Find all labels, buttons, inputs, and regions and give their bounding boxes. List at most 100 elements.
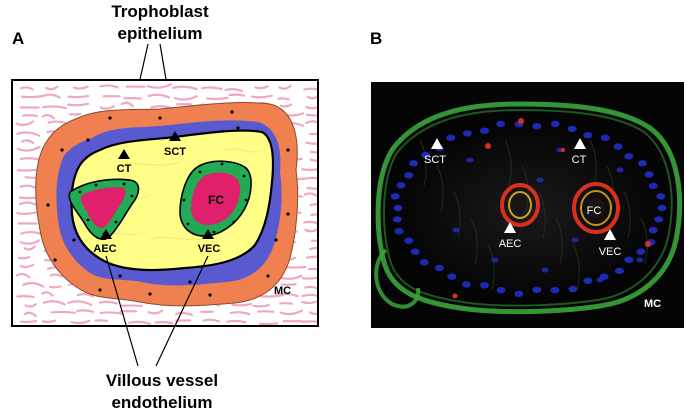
- maternal-fibre: [228, 93, 246, 97]
- fluor-nucleus: [392, 216, 402, 223]
- fluor-nucleus: [410, 248, 420, 255]
- red-markers: [452, 118, 651, 299]
- maternal-fibre: [305, 141, 318, 145]
- maternal-fibre: [67, 94, 90, 99]
- endothelial-dot: [114, 220, 118, 224]
- maternal-fibre: [279, 274, 303, 280]
- endothelial-dot: [182, 198, 186, 202]
- maternal-fibre: [22, 282, 45, 288]
- fluor-nucleus: [550, 120, 560, 128]
- endothelial-dot: [122, 182, 126, 186]
- ct-marker: [118, 149, 130, 159]
- fluor-nucleus: [615, 267, 624, 275]
- maternal-fibre: [254, 85, 269, 90]
- fluor-nucleus: [461, 281, 471, 288]
- arterial-vessel-fluorescence: [500, 183, 540, 227]
- fluor-nucleus: [404, 172, 414, 179]
- maternal-fibre: [99, 84, 119, 89]
- maternal-fibre: [306, 94, 318, 100]
- maternal-fibre: [146, 83, 173, 89]
- maternal-fibre: [147, 93, 171, 99]
- maternal-fibre: [310, 239, 318, 243]
- maternal-fibre: [76, 293, 95, 298]
- maternal-fibre: [99, 105, 115, 110]
- arterial-lumen: [80, 187, 126, 228]
- endothelial-dot: [130, 194, 134, 198]
- maternal-fibre: [202, 318, 221, 323]
- fluor-nucleus: [657, 204, 667, 212]
- fluor-nucleus: [452, 227, 460, 233]
- b-aec-label: AEC: [499, 238, 522, 250]
- maternal-fibre: [67, 102, 90, 107]
- nucleus-dot: [286, 212, 290, 216]
- nucleus-dot: [108, 116, 112, 120]
- maternal-fibre: [303, 192, 318, 197]
- fluor-nucleus: [616, 167, 624, 173]
- maternal-fibre: [275, 292, 299, 298]
- fluor-nucleus: [491, 257, 499, 263]
- endothelial-dot: [212, 230, 216, 234]
- nucleus-dot: [46, 203, 50, 207]
- maternal-fibre: [147, 309, 164, 315]
- fetal-capillary-lumen: [190, 172, 241, 226]
- maternal-fibre: [258, 322, 279, 326]
- maternal-fibre: [99, 311, 124, 315]
- maternal-fibre: [224, 87, 244, 93]
- maternal-fibre: [68, 112, 82, 116]
- fluor-nucleus: [583, 277, 593, 284]
- panel-a-letter: A: [12, 29, 24, 48]
- maternal-fibre: [19, 86, 34, 91]
- maternal-fibre: [19, 239, 40, 245]
- nucleus-dot: [286, 148, 290, 152]
- fluor-nucleus: [644, 171, 654, 178]
- tissue-streak: [572, 243, 580, 291]
- venous-vessel-fluorescence: [572, 182, 620, 234]
- fc-label: FC: [208, 193, 224, 207]
- endothelial-dot: [244, 198, 248, 202]
- maternal-fibre: [48, 285, 62, 289]
- pointer-line-vec: [155, 255, 209, 367]
- nucleus-dot: [158, 116, 162, 120]
- maternal-fibre: [231, 302, 253, 307]
- maternal-fibre: [301, 293, 318, 298]
- fluor-nucleus: [496, 120, 506, 128]
- maternal-fibre: [16, 295, 35, 299]
- maternal-fibre: [309, 246, 318, 251]
- nucleus-dot: [72, 238, 76, 242]
- maternal-fibre: [306, 186, 318, 190]
- tissue-streak: [623, 191, 631, 239]
- maternal-fibre: [120, 101, 134, 108]
- nucleus-dot: [274, 238, 278, 242]
- ct-label: CT: [117, 163, 132, 175]
- maternal-fibre: [98, 300, 118, 305]
- maternal-fibre: [67, 300, 93, 306]
- maternal-fibre: [251, 94, 273, 99]
- maternal-fibre: [15, 120, 35, 127]
- fluor-nucleus: [466, 157, 474, 163]
- fluor-nucleus: [654, 216, 664, 223]
- tissue-streak: [555, 217, 563, 265]
- maternal-fibre: [304, 120, 318, 124]
- maternal-fibre: [280, 283, 297, 286]
- fluor-nucleus: [480, 127, 489, 134]
- endothelial-dot: [242, 174, 246, 178]
- fluorescence-micrograph: [371, 82, 684, 328]
- maternal-fibre: [70, 319, 91, 325]
- tissue-streak: [589, 139, 597, 187]
- fluor-nucleus: [638, 160, 647, 167]
- maternal-fibre: [19, 319, 38, 324]
- fluor-nucleus: [462, 130, 472, 137]
- fluor-nucleus: [514, 290, 524, 297]
- b-sct-label: SCT: [424, 154, 446, 166]
- fluor-nucleus: [624, 153, 634, 160]
- maternal-fibre: [172, 85, 198, 91]
- maternal-fibre: [16, 168, 37, 172]
- maternal-fibre: [19, 184, 38, 190]
- panel-a-frame: [11, 79, 319, 327]
- nucleus-dot: [148, 292, 152, 296]
- panel-b-letter: B: [370, 29, 382, 48]
- trophoblast-nuclei-fluorescence: [390, 120, 667, 297]
- maternal-fibre: [17, 256, 31, 260]
- maternal-fibre: [279, 103, 292, 108]
